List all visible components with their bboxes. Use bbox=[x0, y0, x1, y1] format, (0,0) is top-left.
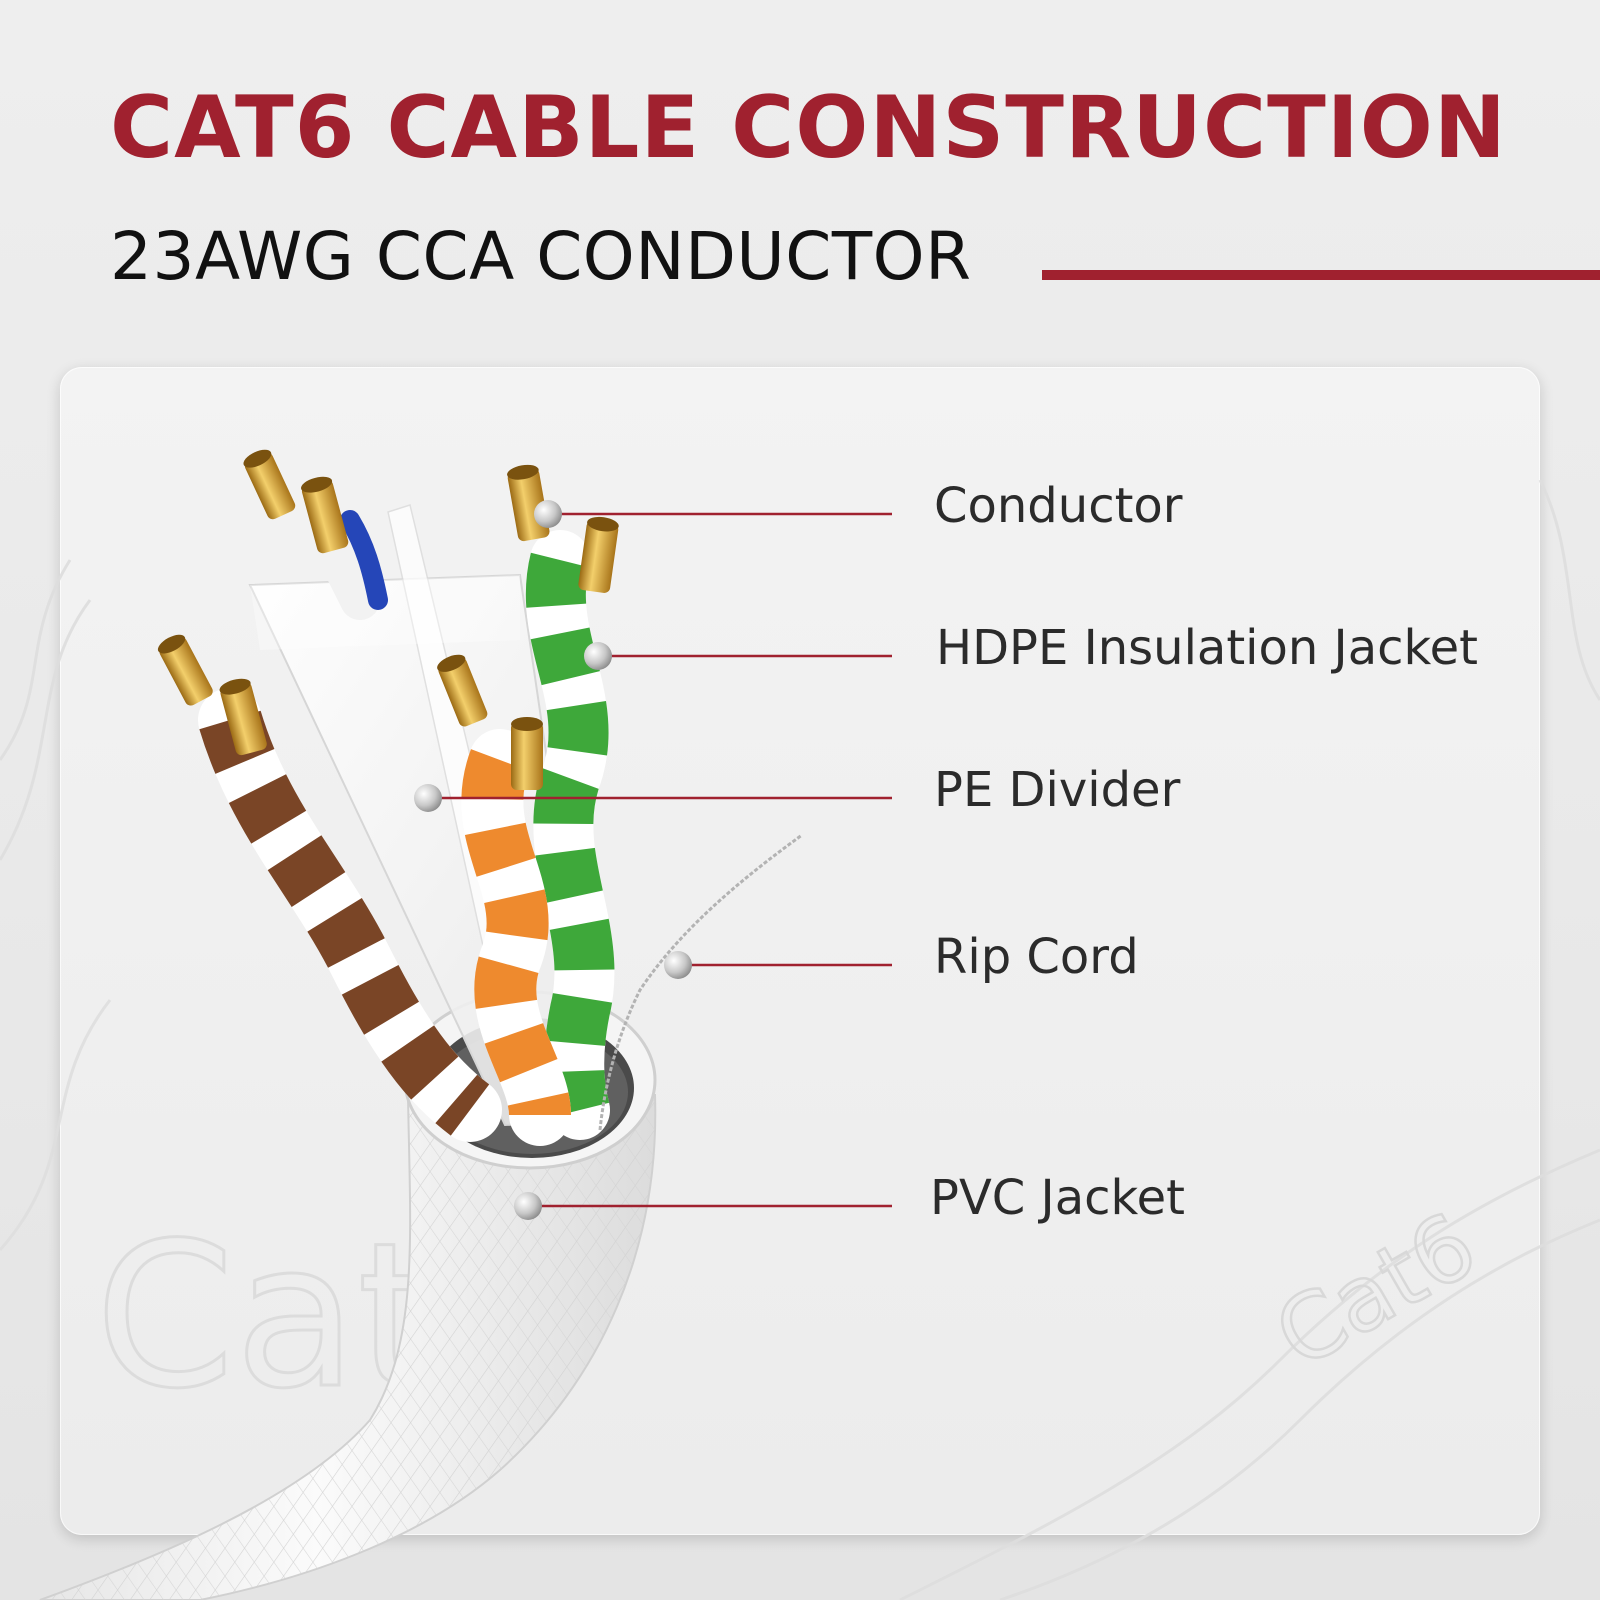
green-pair-shape bbox=[507, 464, 619, 1140]
callout-bead-conductor bbox=[534, 500, 562, 528]
callout-bead-insulation bbox=[584, 642, 612, 670]
background-cable-decoration bbox=[0, 479, 1600, 1600]
callout-leaders bbox=[414, 500, 892, 1220]
callout-bead-pvc-jacket bbox=[514, 1192, 542, 1220]
callout-label-pvc-jacket: PVC Jacket bbox=[930, 1170, 1185, 1226]
callout-bead-divider bbox=[414, 784, 442, 812]
callout-bead-rip-cord bbox=[664, 951, 692, 979]
subtitle-accent-rule bbox=[1042, 270, 1600, 280]
blue-pair-shape bbox=[243, 449, 388, 620]
callout-label-pe-divider: PE Divider bbox=[934, 762, 1181, 818]
orange-pair-shape bbox=[437, 654, 571, 1146]
page-subtitle: 23AWG CCA CONDUCTOR bbox=[110, 218, 972, 295]
callout-label-conductor: Conductor bbox=[934, 478, 1183, 534]
diagram-panel bbox=[60, 367, 1540, 1535]
callout-label-rip-cord: Rip Cord bbox=[934, 929, 1139, 985]
page-title: CAT6 CABLE CONSTRUCTION bbox=[110, 78, 1507, 178]
rip-cord-shape bbox=[598, 833, 803, 1131]
brown-pair-shape bbox=[157, 634, 502, 1142]
callout-label-hdpe-insulation-jacket: HDPE Insulation Jacket bbox=[936, 620, 1478, 676]
watermark-right: Cat6 bbox=[1259, 1193, 1494, 1389]
watermark-left: Cat bbox=[95, 1200, 436, 1433]
